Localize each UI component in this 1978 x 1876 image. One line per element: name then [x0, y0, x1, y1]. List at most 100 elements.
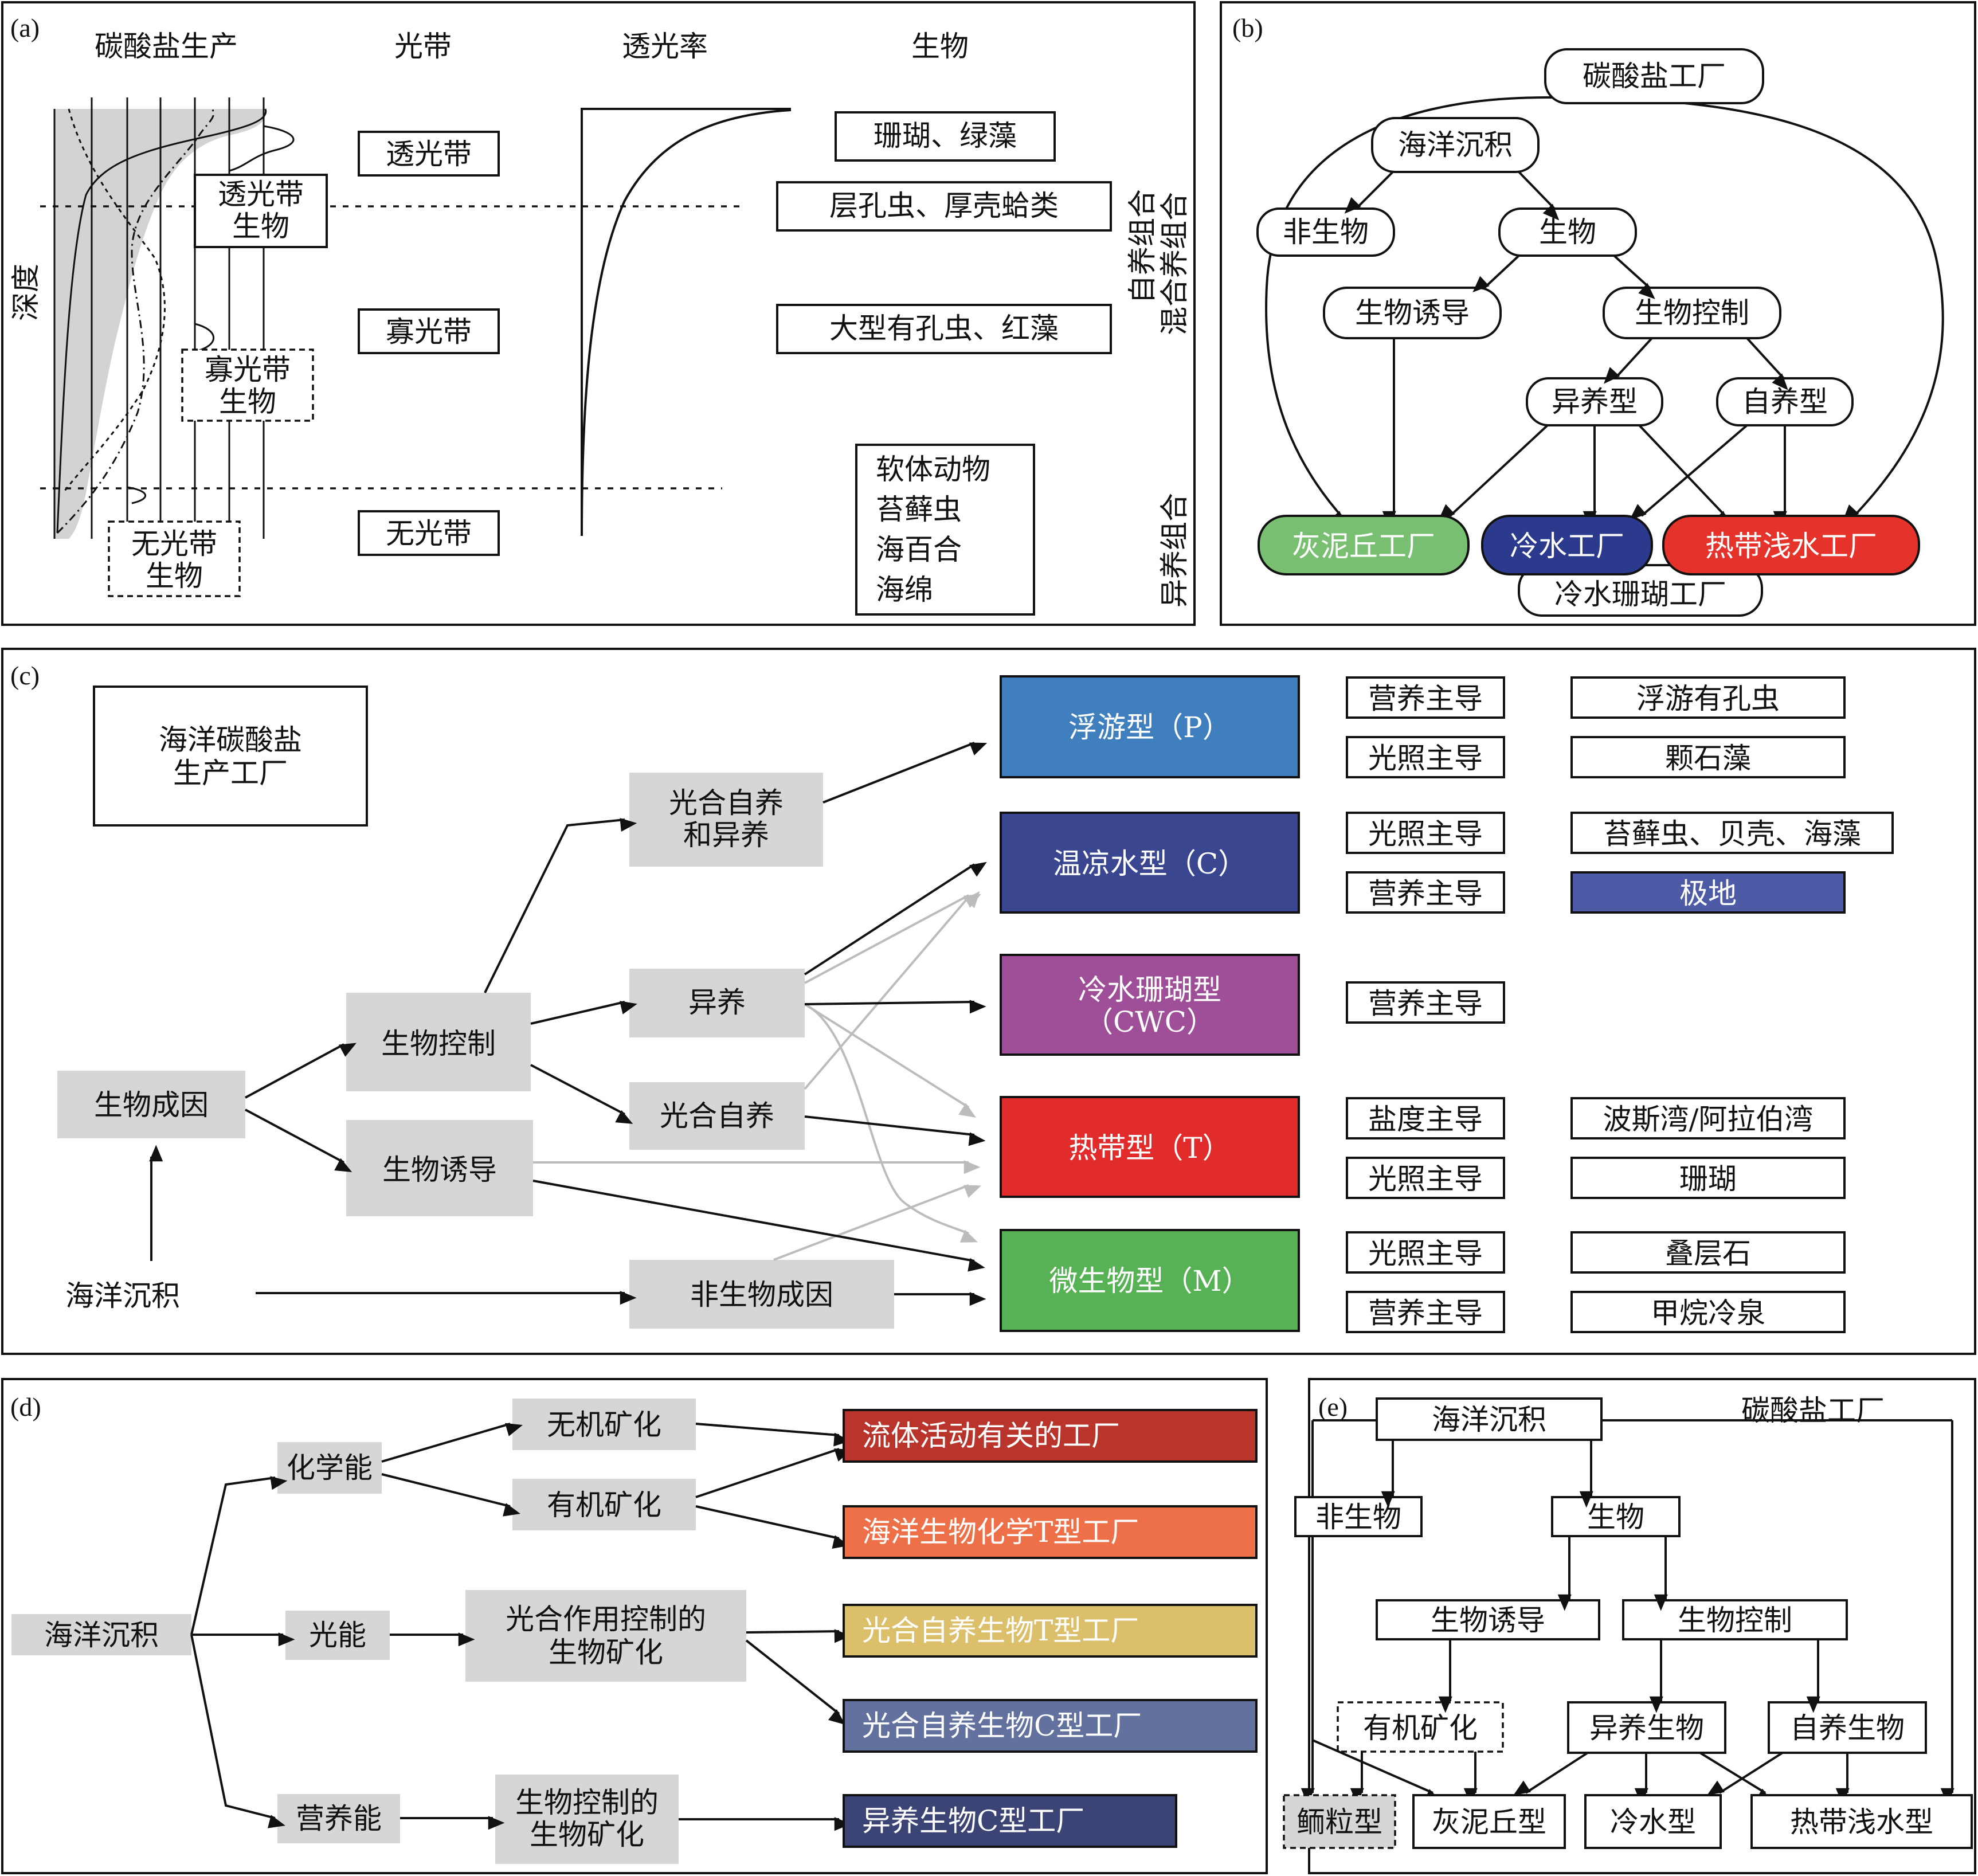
b-mud-mound-box: [1258, 515, 1470, 575]
d-light-box: [285, 1611, 390, 1660]
c-abiotic-origin: 非生物成因: [690, 1278, 833, 1311]
b-mud-mound: 灰泥丘工厂: [1292, 530, 1435, 563]
c-ctrl-c1-box: [1346, 812, 1505, 854]
c-ctrl-m2-box: [1346, 1291, 1505, 1333]
c-ctrl-cwc-box: [1346, 981, 1505, 1024]
c-arrow-control-photoautohetero: [484, 818, 637, 993]
c-ex-p1: 浮游有孔虫: [1636, 682, 1780, 715]
e-mud-mound-box: [1412, 1794, 1566, 1849]
d-photo-min-box: [465, 1590, 746, 1682]
e-biotic-box: [1551, 1496, 1681, 1537]
c-ex-p1-box: [1570, 676, 1846, 719]
c-type-c-box: [1000, 812, 1300, 914]
panel-e-label: (e): [1318, 1392, 1348, 1421]
e-arrow-hetero-tropical: [1699, 1752, 1773, 1803]
organism-label-2: 层孔虫、厚壳蛤类: [829, 189, 1059, 222]
col-zone-header: 光带: [394, 30, 452, 63]
b-biotic: 生物: [1539, 216, 1596, 249]
c-ex-p2: 颗石藻: [1665, 742, 1751, 775]
d-org-min: 有机矿化: [547, 1489, 661, 1522]
d-photo-min-line2: 生物矿化: [549, 1636, 663, 1669]
c-type-m: 微生物型（M）: [1049, 1264, 1250, 1298]
b-arc-left: [1265, 96, 1548, 528]
photic-bio-line1: 透光带: [218, 178, 304, 211]
c-abiotic-origin-box: [629, 1260, 894, 1329]
c-arrow-induced-m: [532, 1180, 985, 1272]
b-abiotic-box: [1256, 207, 1395, 257]
photic-bio-box: [194, 174, 328, 248]
d-arrow-org-f2: [695, 1505, 850, 1549]
c-ctrl-t1-box: [1346, 1097, 1505, 1139]
aphotic-bio-line1: 无光带: [131, 527, 217, 561]
c-photo-auto-hetero-line2: 和异养: [683, 818, 769, 852]
production-area: [54, 109, 266, 539]
d-factory-5: 异养生物C型工厂: [862, 1804, 1084, 1838]
depth-axis-label: 深度: [9, 264, 42, 321]
e-ooid: 鲕粒型: [1297, 1805, 1382, 1839]
b-factory-title: 碳酸盐工厂: [1583, 60, 1726, 93]
c-arrow-hetero-c: [804, 861, 987, 976]
e-abiotic-box: [1294, 1496, 1423, 1537]
oligophotic-bio-line1: 寡光带: [205, 353, 291, 386]
e-marine-sed: 海洋沉积: [1432, 1403, 1546, 1436]
b-arrow-auto-cool: [1630, 424, 1748, 520]
d-arrow-org-f1: [695, 1448, 852, 1498]
c-type-p: 浮游型（P）: [1068, 711, 1231, 744]
c-bio-origin-box: [57, 1071, 245, 1138]
c-ex-c1: 苔藓虫、贝壳、海藻: [1603, 817, 1861, 851]
zone-photic-label: 透光带: [386, 138, 472, 171]
c-ctrl-t2: 光照主导: [1368, 1162, 1483, 1196]
zone-oligophotic-box: [358, 308, 500, 354]
b-induced: 生物诱导: [1355, 296, 1470, 330]
c-ctrl-t1: 盐度主导: [1368, 1103, 1483, 1136]
d-factory-3: 光合自养生物T型工厂: [862, 1614, 1139, 1647]
e-org-min-box: [1337, 1701, 1504, 1753]
b-arrow-hetero-tropical: [1638, 424, 1730, 528]
e-org-min: 有机矿化: [1363, 1711, 1478, 1745]
e-mud-mound: 灰泥丘型: [1432, 1805, 1546, 1839]
c-arrow-control-photoauto: [530, 1064, 633, 1124]
c-marine-sed: 海洋沉积: [65, 1279, 180, 1313]
d-arrow-sed-nutri: [190, 1634, 285, 1828]
c-garrow-abiotic-t: [773, 1184, 982, 1261]
e-cool-box: [1584, 1794, 1722, 1849]
panel-d: (d) 海洋沉积 化学能 光能 营养能 无机矿化 有机矿化 光合作用控制的 生物…: [1, 1378, 1268, 1874]
d-factory-4-box: [843, 1699, 1258, 1753]
c-photo-auto: 光合自养: [660, 1099, 774, 1133]
c-arrow-origin-control: [245, 1043, 357, 1099]
c-photo-auto-hetero-line1: 光合自养: [669, 786, 784, 820]
b-marine-sed: 海洋沉积: [1398, 128, 1513, 162]
c-photo-auto-hetero-box: [629, 773, 823, 867]
b-arrow-biotic-induced: [1472, 254, 1520, 292]
e-arrow-hetero-mud: [1513, 1752, 1589, 1796]
oligophotic-bio-box: [181, 348, 314, 422]
b-arrow-controlled-hetero: [1604, 337, 1653, 384]
c-type-cwc-box: [1000, 954, 1300, 1056]
b-arrow-hetero-mud: [1438, 424, 1549, 520]
zone-oligophotic-label: 寡光带: [386, 315, 472, 348]
d-arrow-inorg-f1: [695, 1423, 851, 1447]
c-type-cwc-line2: （CWC）: [1084, 1005, 1215, 1039]
b-induced-box: [1323, 287, 1502, 339]
b-arrow-sed-biotic: [1518, 171, 1560, 221]
aphotic-bio-line2: 生物: [146, 559, 203, 593]
b-controlled-box: [1603, 287, 1781, 339]
c-hetero-box: [629, 969, 805, 1037]
e-arrow-auto-cool: [1707, 1752, 1784, 1796]
c-arrow-photoautohetero-p: [822, 742, 988, 804]
transmittance-curve: [581, 108, 792, 536]
c-ctrl-m1-box: [1346, 1231, 1505, 1274]
organism-label-4a: 软体动物: [876, 453, 990, 486]
c-ctrl-p2: 光照主导: [1368, 742, 1483, 775]
zone-aphotic-box: [358, 510, 500, 556]
c-title-box: [93, 686, 368, 827]
b-hetero: 异养型: [1552, 385, 1638, 418]
panel-c-label: (c): [10, 661, 40, 690]
d-arrow-photomin-f3: [746, 1629, 851, 1643]
c-arrow-control-hetero: [530, 1001, 637, 1025]
e-arrow-abiotic-mud: [1312, 1739, 1442, 1802]
production-grid: [53, 97, 265, 539]
e-auto-box: [1768, 1701, 1927, 1754]
c-ex-t2-box: [1570, 1157, 1846, 1199]
c-garrow-hetero-c: [804, 894, 982, 984]
